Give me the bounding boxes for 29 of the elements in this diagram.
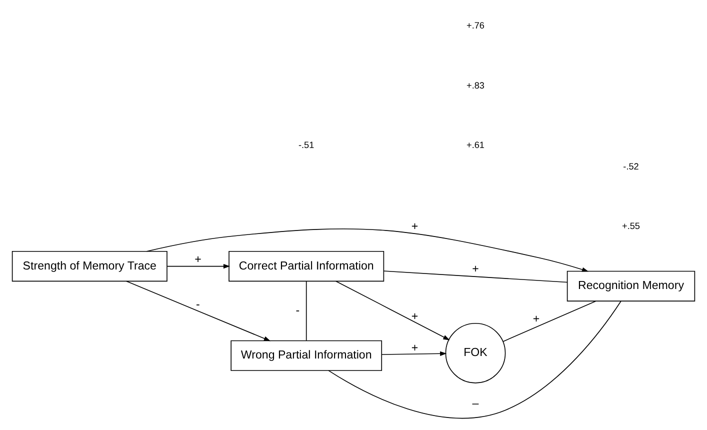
edge-label: + <box>411 342 418 355</box>
label: -.52 <box>623 161 639 172</box>
label: +.61 <box>466 140 484 150</box>
node-box: Strength of Memory Trace <box>12 250 168 282</box>
label: +.76 <box>466 20 484 31</box>
arrow <box>126 280 271 342</box>
edge-label: + <box>411 221 418 234</box>
edge-label: - <box>196 298 200 311</box>
node-box: Wrong Partial Information <box>230 340 382 371</box>
edge-label: – <box>472 398 479 410</box>
arrow <box>381 351 447 356</box>
arrow <box>146 228 589 272</box>
edge-label: + <box>194 254 202 266</box>
edge-label: + <box>472 263 479 276</box>
node-box: Correct Partial Information <box>228 250 384 282</box>
node-box: Recognition Memory <box>566 270 696 302</box>
connector <box>306 280 307 341</box>
arrow <box>336 280 450 340</box>
label: -.51 <box>298 140 314 150</box>
node-circle: FOK <box>445 322 506 384</box>
label: +.83 <box>466 80 484 90</box>
connector <box>502 300 596 342</box>
edge-label: + <box>532 314 540 326</box>
edge-label: - <box>296 305 300 318</box>
label: +.55 <box>622 220 640 231</box>
arrow <box>166 264 230 269</box>
edge-label: + <box>411 311 418 324</box>
connector <box>328 300 622 419</box>
connector <box>383 270 568 283</box>
